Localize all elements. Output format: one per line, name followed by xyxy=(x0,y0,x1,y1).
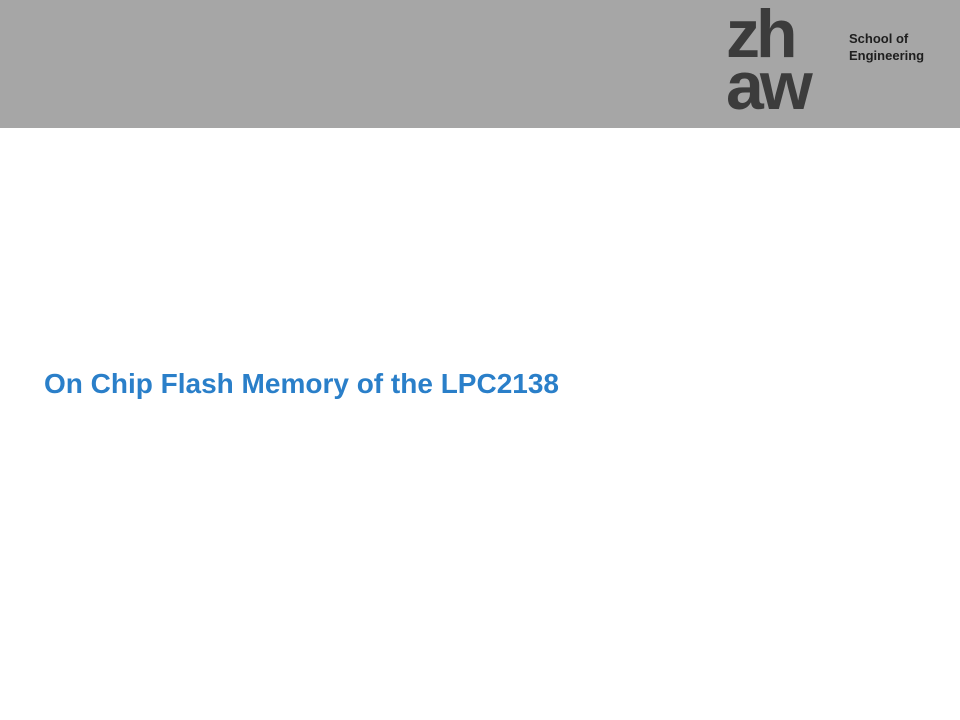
school-label: School of Engineering xyxy=(849,30,954,64)
header-band: zh aw School of Engineering xyxy=(0,0,960,128)
logo-line-top: zh xyxy=(726,8,798,72)
zhaw-logo: zh aw xyxy=(726,8,834,120)
school-label-line2: Engineering xyxy=(849,48,925,63)
logo-line-bottom: aw xyxy=(726,48,813,120)
slide-title: On Chip Flash Memory of the LPC2138 xyxy=(44,368,559,399)
school-label-line1: School of xyxy=(849,31,909,46)
